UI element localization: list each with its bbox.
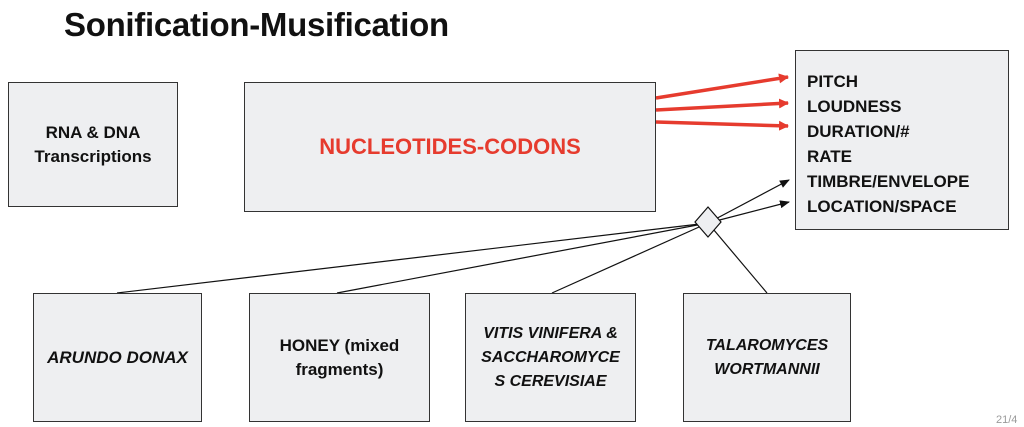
parameter-location-space: LOCATION/SPACE bbox=[807, 197, 957, 216]
organism-label: ARUNDO DONAX bbox=[47, 347, 188, 367]
line-talaromyces bbox=[707, 222, 768, 294]
slide-title: Sonification-Musification bbox=[64, 6, 449, 43]
organism-box-arundo-donax: ARUNDO DONAX bbox=[33, 293, 202, 422]
organism-label-line-1: VITIS VINIFERA & bbox=[483, 324, 618, 342]
line-honey bbox=[336, 222, 709, 294]
arrow-to-location bbox=[707, 200, 790, 224]
line-vitis bbox=[551, 222, 709, 294]
nucleotides-codons-box: NUCLEOTIDES-CODONS bbox=[244, 82, 656, 212]
sound-parameters-box: PITCH LOUDNESS DURATION/# RATE TIMBRE/EN… bbox=[795, 50, 1009, 230]
arrow-to-duration bbox=[655, 120, 789, 131]
arrow-to-loudness bbox=[655, 98, 789, 112]
arrow-to-timbre bbox=[707, 179, 790, 224]
organism-box-vitis-saccharomyces: VITIS VINIFERA & SACCHAROMYCE S CEREVISI… bbox=[465, 293, 636, 422]
line-arundo bbox=[116, 222, 709, 294]
parameter-timbre-envelope: TIMBRE/ENVELOPE bbox=[807, 172, 970, 191]
rna-dna-line-2: Transcriptions bbox=[34, 146, 152, 166]
rna-dna-line-1: RNA & DNA bbox=[45, 122, 141, 142]
organism-label-line-2: WORTMANNII bbox=[714, 360, 820, 378]
nucleotides-codons-label: NUCLEOTIDES-CODONS bbox=[319, 134, 581, 159]
organism-label-line-2: fragments) bbox=[295, 359, 384, 379]
organism-label-line-1: HONEY (mixed bbox=[279, 335, 400, 355]
organism-label-line-3: S CEREVISIAE bbox=[494, 372, 607, 390]
organism-label-line-1: TALAROMYCES bbox=[705, 336, 829, 354]
parameter-duration: DURATION/# bbox=[807, 122, 910, 141]
parameter-loudness: LOUDNESS bbox=[807, 97, 902, 116]
page-number: 21/4 bbox=[996, 414, 1018, 426]
rna-dna-transcriptions-box: RNA & DNA Transcriptions bbox=[8, 82, 178, 207]
organism-label-line-2: SACCHAROMYCE bbox=[481, 348, 620, 366]
organism-box-talaromyces: TALAROMYCES WORTMANNII bbox=[683, 293, 851, 422]
parameter-rate: RATE bbox=[807, 147, 853, 166]
junction-diamond bbox=[694, 206, 722, 238]
organism-box-honey: HONEY (mixed fragments) bbox=[249, 293, 430, 422]
parameter-pitch: PITCH bbox=[807, 72, 858, 91]
arrow-to-pitch bbox=[655, 73, 789, 100]
